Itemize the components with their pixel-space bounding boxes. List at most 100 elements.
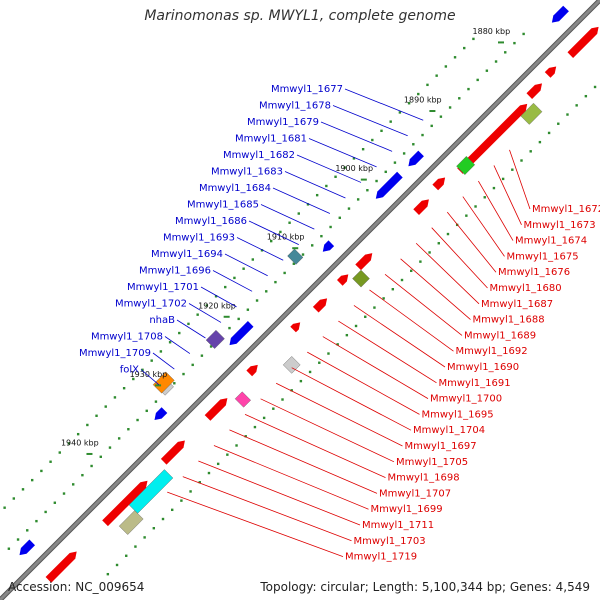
gc-skew-ring-dot [430, 124, 433, 128]
minus-label-leader [431, 227, 488, 289]
plus-feature [322, 240, 335, 252]
plus-label-leader [296, 154, 362, 183]
gc-skew-ring-dot [522, 32, 525, 36]
gc-skew-ring-dot [173, 382, 176, 385]
gc-skew-ring-dot [237, 317, 240, 321]
gc-ring-inner-dot [400, 278, 404, 282]
gc-ring-outer-dot [141, 368, 144, 372]
gc-ring-outer-dot [371, 138, 374, 142]
gc-ring-outer-dot [40, 469, 43, 473]
gc-ring-outer-dot [12, 497, 16, 500]
plus-label-leader [176, 319, 206, 339]
gc-ring-inner-dot [446, 232, 450, 236]
minus-feature [567, 26, 599, 58]
minus-label-leader [478, 180, 514, 241]
minus-feature [337, 274, 349, 286]
minus-label-leader [338, 320, 437, 384]
gc-ring-inner-dot [253, 425, 257, 429]
gc-skew-ring-dot [366, 189, 369, 192]
gc-ring-inner-dot [584, 94, 588, 98]
minus-strand-label: Mmwyl1_1690 [447, 362, 519, 373]
gc-ring-outer-dot [417, 92, 420, 96]
plus-strand-label: Mmwyl1_1694 [151, 249, 223, 260]
minus-strand-label: Mmwyl1_1676 [498, 267, 570, 278]
plus-strand-label: Mmwyl1_1696 [139, 266, 211, 277]
plus-feature [551, 5, 569, 23]
gc-ring-inner-dot [538, 140, 542, 144]
plus-label-leader [332, 105, 408, 137]
gc-skew-ring-dot [329, 225, 332, 229]
minus-strand-label: Mmwyl1_1704 [413, 425, 485, 436]
gc-ring-inner-dot [180, 499, 183, 502]
minus-feature [544, 66, 557, 78]
map-title: Marinomonas sp. MWYL1, complete genome [144, 8, 456, 24]
plus-label-leader [200, 286, 237, 308]
kbp-tick-label: 1910 kbp [267, 233, 305, 242]
gc-skew-ring-dot [311, 244, 314, 247]
minus-label-leader [244, 413, 386, 478]
plus-strand-label: Mmwyl1_1708 [91, 332, 163, 343]
gc-skew-ring-dot [117, 437, 121, 440]
gc-ring-outer-dot [435, 74, 438, 77]
gc-ring-inner-dot [318, 361, 321, 364]
gc-skew-ring-dot [53, 501, 57, 504]
kbp-tick-label: 1920 kbp [198, 301, 236, 310]
gc-ring-inner-dot [373, 306, 376, 309]
minus-strand-label: Mmwyl1_1698 [388, 473, 460, 484]
plus-strand-label: Mmwyl1_1686 [175, 216, 247, 227]
minus-feature [312, 298, 328, 313]
minus-strand-label: Mmwyl1_1695 [422, 409, 494, 420]
gc-ring-inner-dot [566, 113, 569, 116]
gc-skew-ring-dot [154, 400, 158, 403]
minus-feature [290, 322, 301, 333]
gc-ring-outer-dot [104, 405, 107, 408]
gc-ring-inner-dot [115, 563, 119, 567]
gc-ring-outer-dot [269, 239, 273, 243]
gc-ring-outer-dot [196, 313, 199, 316]
minus-label-leader [322, 336, 429, 399]
gc-ring-outer-dot [168, 341, 172, 344]
gc-ring-outer-dot [343, 166, 346, 169]
gc-skew-ring-dot [384, 170, 387, 174]
gc-ring-inner-dot [299, 379, 303, 383]
gc-skew-ring-dot [274, 280, 277, 284]
gc-ring-outer-dot [453, 56, 457, 59]
minus-feature [432, 177, 446, 191]
gc-ring-outer-dot [463, 46, 466, 50]
gc-ring-inner-dot [216, 462, 220, 466]
plus-strand-label: Mmwyl1_1684 [199, 183, 271, 194]
gc-ring-inner-dot [143, 536, 146, 539]
gc-ring-inner-dot [428, 251, 431, 254]
gc-skew-ring-dot [182, 372, 185, 376]
plus-label-leader [140, 369, 160, 385]
gc-ring-outer-dot [398, 111, 402, 114]
cog-box [352, 269, 370, 288]
gc-ring-inner-dot [501, 177, 505, 181]
minus-strand-label: Mmwyl1_1705 [396, 457, 468, 468]
minus-strand-label: Mmwyl1_1697 [405, 441, 477, 452]
gc-ring-outer-dot [315, 193, 319, 197]
gc-ring-inner-dot [557, 122, 560, 125]
gc-ring-inner-dot [262, 416, 266, 420]
minus-label-leader [213, 445, 369, 510]
cog-box [456, 156, 476, 175]
gc-ring-outer-dot [132, 377, 135, 381]
gc-skew-ring-dot [81, 473, 84, 477]
gc-skew-ring-dot [26, 529, 29, 532]
gc-skew-ring-dot [108, 446, 112, 449]
gc-ring-outer-dot [150, 359, 153, 362]
gc-ring-outer-dot [472, 37, 475, 41]
gc-ring-inner-dot [547, 131, 551, 135]
plus-label-leader [164, 336, 191, 354]
plus-label-leader [260, 204, 315, 230]
gc-ring-inner-dot [226, 453, 229, 456]
gc-ring-outer-dot [67, 442, 71, 445]
minus-feature [45, 551, 77, 583]
gc-skew-ring-dot [209, 345, 213, 348]
cog-box [205, 329, 225, 349]
minus-label-leader [198, 460, 361, 526]
gc-skew-ring-dot [494, 60, 498, 63]
gc-skew-ring-dot [99, 455, 102, 458]
gc-skew-ring-dot [421, 133, 424, 137]
